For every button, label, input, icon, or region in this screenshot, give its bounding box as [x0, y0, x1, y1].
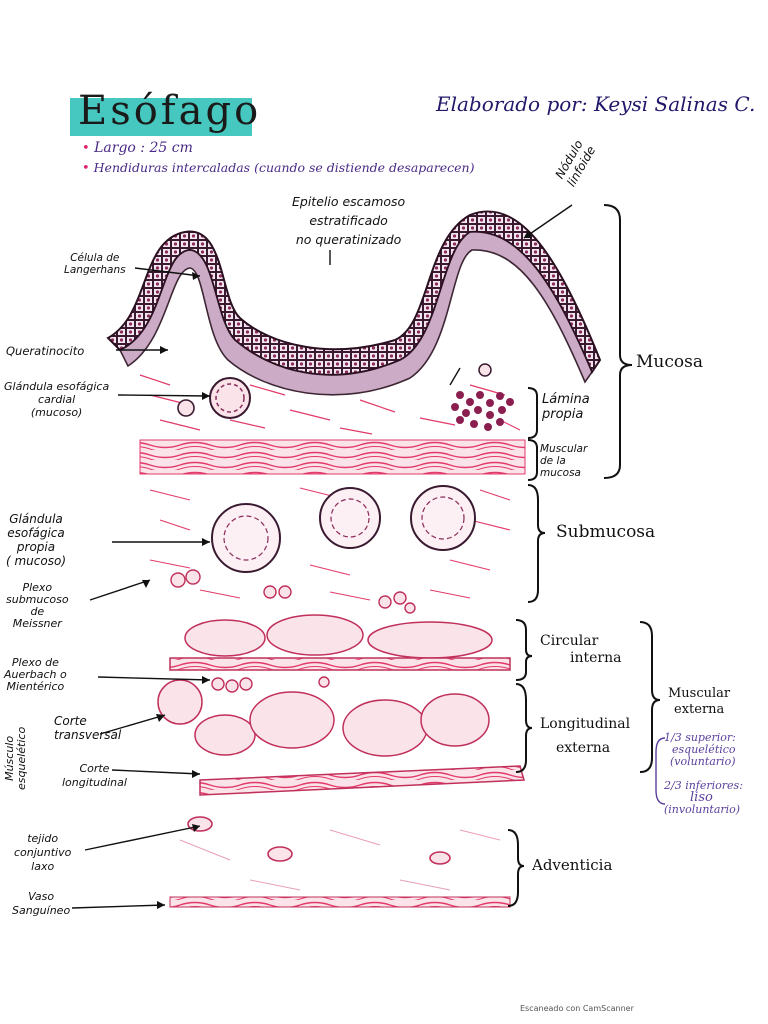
label-meissner-l2: submucoso — [6, 593, 69, 606]
lymph-node — [451, 363, 514, 431]
adventitia-fibres — [179, 829, 501, 891]
layer-muscular-externa-l1: Muscular — [668, 686, 731, 701]
label-connective-l2: conjuntivo — [14, 846, 72, 859]
label-vessel-l1: Vaso — [28, 890, 55, 903]
label-epithelium-l3: no queratinizado — [295, 232, 402, 247]
label-cross-section-l1: Corte — [54, 714, 87, 728]
label-langerhans-l2: Langerhans — [64, 264, 126, 276]
muscle-note-lower-l1: 2/3 inferiores: — [664, 779, 743, 792]
proper-gland-lobules — [223, 496, 465, 561]
label-lamina-propria-l1: Lámina — [542, 392, 590, 407]
label-lamina-propria-l2: propia — [542, 407, 584, 422]
arrowheads — [142, 230, 532, 909]
label-epithelium-l2: estratificado — [309, 213, 388, 228]
auerbach-plexus — [211, 676, 330, 693]
submucosa-fibres — [149, 487, 511, 601]
muscle-note-upper-l3: (voluntario) — [670, 755, 736, 768]
muscularis-mucosae — [139, 439, 526, 475]
label-skeletal-muscle-l2: esquelético — [15, 726, 28, 790]
label-cardial-gland-l2: cardial — [38, 393, 76, 406]
circular-muscle — [169, 614, 511, 671]
label-connective-l1: tejido — [27, 832, 59, 845]
label-cross-section-l2: transversal — [54, 728, 122, 742]
layer-longitudinal-l1: Longitudinal — [540, 716, 631, 732]
meissner-plexus — [170, 569, 416, 614]
adventitia-vessel-long — [169, 896, 511, 908]
bullet-icon: • — [82, 161, 90, 176]
label-cardial-gland-l1: Glándula esofágica — [4, 380, 110, 393]
muscle-note-lower: 2/3 inferiores: liso (involuntario) — [664, 780, 743, 816]
label-connective: tejido conjuntivo laxo — [14, 832, 71, 874]
scanner-footer: Escaneado con CamScanner — [520, 1004, 634, 1013]
label-long-section: Corte longitudinal — [62, 762, 127, 790]
label-vessel-l2: Sanguíneo — [12, 904, 71, 917]
layer-muscular-externa: Muscular externa — [668, 686, 730, 718]
label-auerbach-l1: Plexo de — [11, 656, 59, 669]
longitudinal-muscle — [157, 679, 525, 796]
author-credit: Elaborado por: Keysi Salinas C. — [436, 92, 756, 116]
note-length-text: Largo : 25 cm — [94, 140, 193, 156]
label-connective-l3: laxo — [31, 860, 55, 873]
label-proper-gland-l2: esofágica — [7, 526, 65, 540]
label-cardial-gland: Glándula esofágica cardial (mucoso) — [4, 380, 109, 419]
note-clefts-text: Hendiduras intercaladas (cuando se disti… — [93, 160, 475, 175]
label-lamina-propria: Lámina propia — [542, 392, 590, 422]
title-highlight — [70, 98, 252, 136]
label-langerhans-l1: Célula de — [70, 252, 120, 264]
label-meissner-l3: de — [30, 605, 45, 618]
label-vessel: Vaso Sanguíneo — [12, 890, 70, 918]
layer-submucosa: Submucosa — [556, 522, 656, 542]
proper-glands — [211, 485, 476, 573]
label-muscularis-mucosae-l2: de la — [540, 455, 566, 467]
label-auerbach: Plexo de Auerbach o Mientérico — [4, 657, 67, 693]
label-proper-gland-l3: propia — [16, 540, 56, 554]
label-muscularis-mucosae: Muscular de la mucosa — [540, 443, 587, 479]
adventitia-vessels — [187, 816, 451, 865]
layer-circular: Circular interna — [540, 633, 621, 667]
label-proper-gland-l4: ( mucoso) — [6, 554, 67, 568]
cardial-gland — [177, 377, 251, 419]
layer-longitudinal-l2: externa — [556, 740, 611, 756]
label-meissner-l1: Plexo — [22, 581, 53, 594]
muscle-note-upper-l1: 1/3 superior: — [664, 731, 736, 744]
label-keratinocyte: Queratinocito — [6, 344, 85, 358]
label-skeletal-muscle: Músculo esquelético — [3, 726, 28, 790]
layer-adventicia: Adventicia — [532, 856, 613, 874]
muscle-note-lower-l2: liso — [690, 790, 713, 805]
note-length: • Largo : 25 cm — [82, 140, 193, 156]
label-proper-gland-l1: Glándula — [9, 512, 63, 526]
epithelium-basal — [118, 231, 593, 396]
label-epithelium: Epitelio escamoso estratificado no quera… — [292, 192, 405, 249]
layer-mucosa: Mucosa — [636, 352, 703, 372]
label-muscularis-mucosae-l1: Muscular — [540, 443, 588, 455]
muscle-note-upper-l2: esquelético — [672, 743, 736, 756]
label-long-section-l1: Corte — [79, 762, 110, 775]
label-long-section-l2: longitudinal — [62, 776, 127, 789]
muscle-note-upper: 1/3 superior: esquelético (voluntario) — [664, 732, 736, 768]
label-meissner-l4: Meissner — [12, 617, 62, 630]
label-proper-gland: Glándula esofágica propia ( mucoso) — [6, 512, 66, 568]
pointer-arrows — [71, 204, 573, 909]
label-cross-section: Corte transversal — [54, 714, 121, 742]
layer-circular-l1: Circular — [540, 633, 599, 649]
label-auerbach-l3: Mientérico — [6, 680, 65, 693]
page-title: Esófago — [78, 88, 262, 134]
label-muscularis-mucosae-l3: mucosa — [540, 467, 581, 479]
label-auerbach-l2: Auerbach o — [4, 668, 67, 681]
muscle-note-bracket — [655, 737, 666, 805]
layer-brackets — [507, 204, 661, 907]
layer-muscular-externa-l2: externa — [674, 702, 725, 717]
layer-longitudinal: Longitudinal externa — [540, 712, 630, 760]
label-meissner: Plexo submucoso de Meissner — [6, 582, 69, 630]
label-langerhans: Célula de Langerhans — [64, 252, 126, 276]
label-cardial-gland-l3: (mucoso) — [30, 406, 83, 419]
bullet-icon: • — [82, 141, 90, 156]
layer-circular-l2: interna — [570, 650, 622, 666]
label-epithelium-l1: Epitelio escamoso — [292, 194, 406, 209]
muscle-note-lower-l3: (involuntario) — [664, 803, 741, 816]
note-clefts: • Hendiduras intercaladas (cuando se dis… — [82, 160, 474, 176]
